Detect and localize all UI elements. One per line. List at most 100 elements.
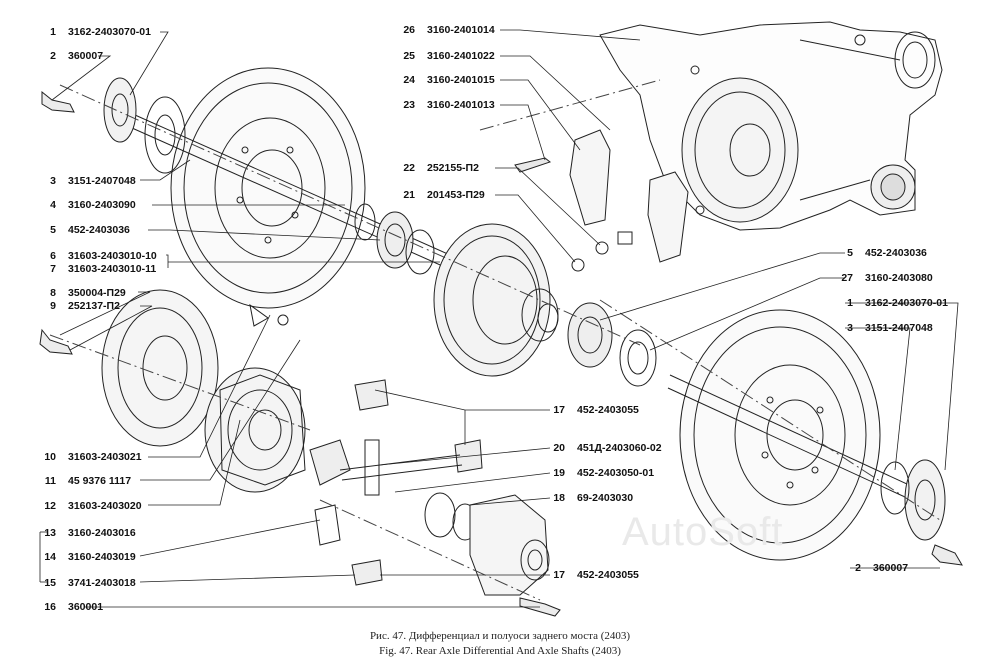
part-code: 3151-2407048 — [865, 322, 933, 334]
part-code: 3160-2403016 — [68, 527, 136, 539]
callout-number: 6 — [50, 250, 56, 262]
part-code: 3160-2401015 — [427, 74, 495, 86]
part-code: 3160-2403080 — [865, 272, 933, 284]
callout-number: 15 — [44, 577, 56, 589]
callout-left-16: 16 360001 — [34, 601, 103, 613]
callout-left-14: 14 3160-2403019 — [34, 551, 136, 563]
part-code: 3160-2401013 — [427, 99, 495, 111]
callout-right-18: 18 69-2403030 — [547, 492, 633, 504]
callout-number: 3 — [50, 175, 56, 187]
part-code: 3160-2401014 — [427, 24, 495, 36]
callout-number: 11 — [44, 475, 56, 487]
part-code: 3160-2403019 — [68, 551, 136, 563]
callout-number: 17 — [553, 404, 565, 416]
part-code: 3741-2403018 — [68, 577, 136, 589]
part-code: 360001 — [68, 601, 104, 613]
callout-number: 1 — [847, 297, 853, 309]
differential-case-right — [469, 494, 561, 617]
callout-right-5: 5 452-2403036 — [835, 247, 927, 259]
callout-number: 27 — [841, 272, 853, 284]
callout-mid-23: 23 3160-2401013 — [395, 99, 495, 111]
callout-right-19: 19 452-2403050-01 — [547, 467, 654, 479]
part-code: 252137-П2 — [68, 300, 120, 312]
callout-left-3: 3 3151-2407048 — [34, 175, 136, 187]
part-code: 451Д-2403060-02 — [577, 442, 662, 454]
callout-right-17a: 17 452-2403055 — [547, 404, 639, 416]
callout-number: 1 — [50, 26, 56, 38]
callout-number: 20 — [553, 442, 565, 454]
part-code: 452-2403036 — [68, 224, 130, 236]
callout-mid-24: 24 3160-2401015 — [395, 74, 495, 86]
callout-number: 5 — [50, 224, 56, 236]
callout-number: 22 — [403, 162, 415, 174]
callout-mid-21: 21 201453-П29 — [395, 189, 485, 201]
part-code: 252155-П2 — [427, 162, 479, 174]
callout-number: 25 — [403, 50, 415, 62]
callout-mid-25: 25 3160-2401022 — [395, 50, 495, 62]
part-code: 452-2403055 — [577, 404, 639, 416]
caption-russian: Рис. 47. Дифференциал и полуоси заднего … — [369, 630, 631, 642]
part-code: 69-2403030 — [577, 492, 634, 504]
callout-number: 26 — [403, 24, 415, 36]
part-code: 31603-2403021 — [68, 451, 142, 463]
differential-gears — [309, 379, 483, 586]
ring-gear-left — [39, 289, 289, 447]
callout-number: 14 — [44, 551, 56, 563]
callout-right-2: 2 360007 — [843, 562, 908, 574]
callout-number: 19 — [553, 467, 565, 479]
callout-left-13: 13 3160-2403016 — [34, 527, 136, 539]
axle-housing — [599, 21, 943, 231]
callout-number: 2 — [50, 50, 56, 62]
callout-right-3: 3 3151-2407048 — [835, 322, 933, 334]
part-code: 3151-2407048 — [68, 175, 136, 187]
part-code: 350004-П29 — [68, 287, 126, 299]
callout-mid-22: 22 252155-П2 — [395, 162, 479, 174]
callout-number: 24 — [403, 74, 415, 86]
part-code: 360007 — [68, 50, 104, 62]
bearing-caps — [514, 129, 689, 272]
callout-number: 23 — [403, 99, 415, 111]
callout-number: 5 — [847, 247, 853, 259]
part-code: 452-2403055 — [577, 569, 639, 581]
callout-left-15: 15 3741-2403018 — [34, 577, 136, 589]
differential-assembly-center — [433, 223, 657, 387]
callout-number: 7 — [50, 263, 56, 275]
callout-left-6: 6 31603-2403010-10 — [34, 250, 157, 262]
callout-left-2: 2 360007 — [34, 50, 103, 62]
callout-mid-26: 26 3160-2401014 — [395, 24, 495, 36]
callout-right-27: 27 3160-2403080 — [835, 272, 933, 284]
part-code: 360007 — [873, 562, 909, 574]
callout-number: 18 — [553, 492, 565, 504]
watermark: AutoSoft — [622, 510, 784, 554]
callout-number: 9 — [50, 300, 56, 312]
callout-number: 17 — [553, 569, 565, 581]
callout-left-9: 9 252137-П2 — [34, 300, 120, 312]
part-code: 31603-2403010-11 — [68, 263, 157, 275]
differential-case-left — [204, 367, 306, 493]
axle-shaft-right — [667, 374, 963, 566]
part-code: 452-2403036 — [865, 247, 927, 259]
callout-right-17b: 17 452-2403055 — [547, 569, 639, 581]
callout-number: 4 — [50, 199, 56, 211]
callout-number: 13 — [44, 527, 56, 539]
callout-number: 3 — [847, 322, 853, 334]
part-code: 452-2403050-01 — [577, 467, 655, 479]
callout-number: 2 — [855, 562, 861, 574]
part-code: 31603-2403010-10 — [68, 250, 157, 262]
callout-number: 21 — [403, 189, 415, 201]
caption-english: Fig. 47. Rear Axle Differential And Axle… — [379, 645, 621, 657]
part-code: 201453-П29 — [427, 189, 485, 201]
callout-left-10: 10 31603-2403021 — [34, 451, 142, 463]
callout-left-7: 7 31603-2403010-11 — [34, 263, 156, 275]
callout-number: 10 — [44, 451, 56, 463]
callout-number: 16 — [44, 601, 56, 613]
callout-number: 12 — [44, 500, 56, 512]
part-code: 3160-2401022 — [427, 50, 495, 62]
